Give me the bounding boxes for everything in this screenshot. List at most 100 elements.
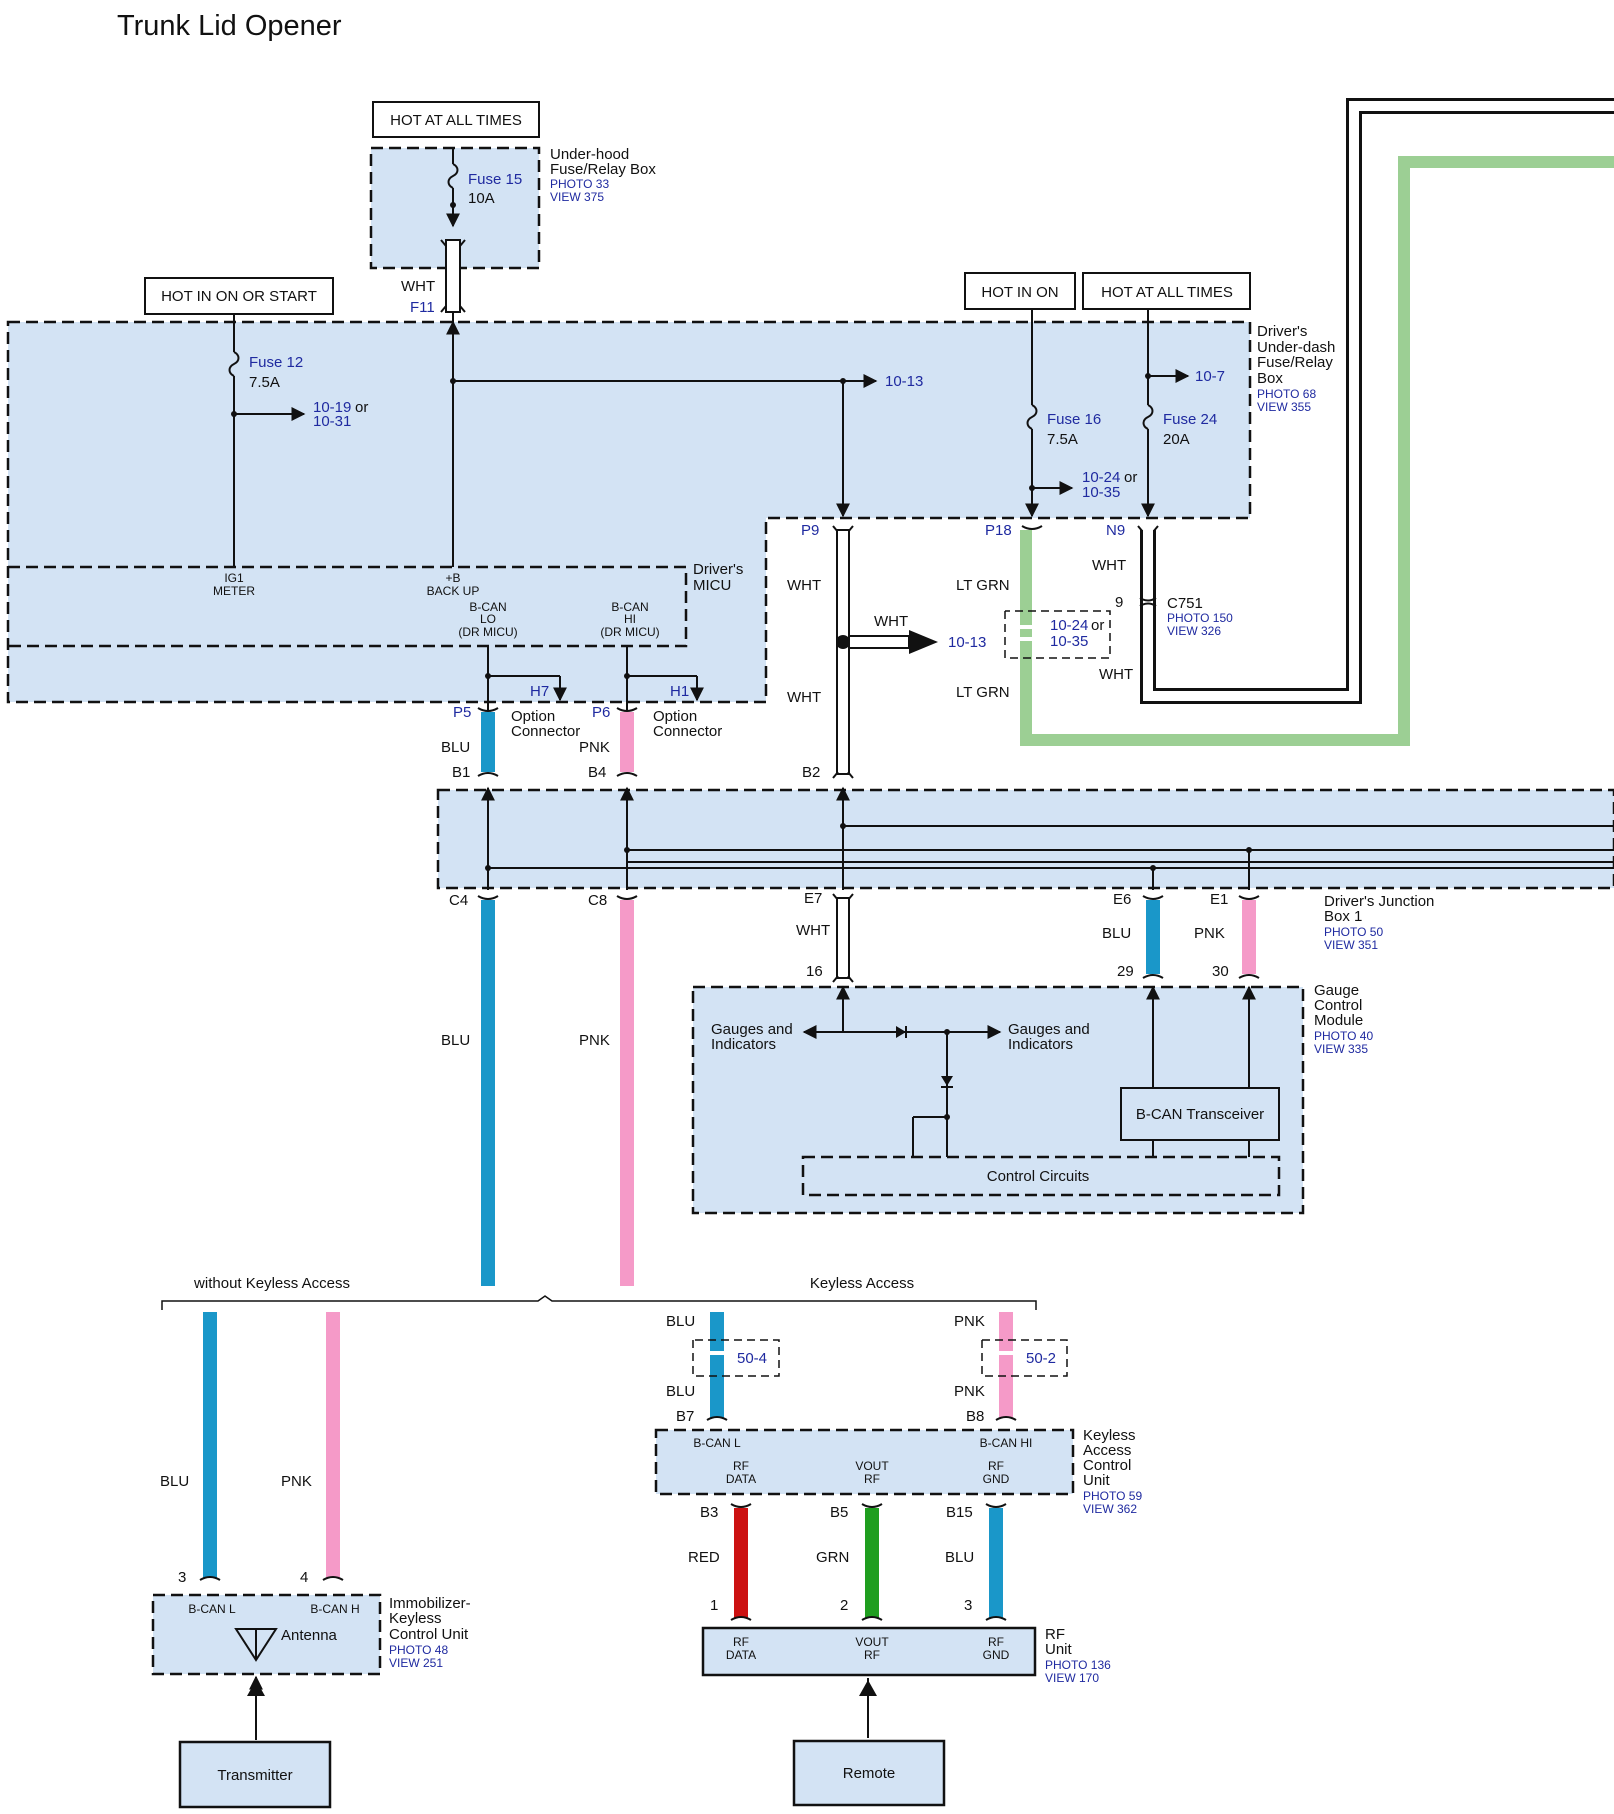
svg-text:WHT: WHT	[1092, 557, 1126, 574]
svg-text:10A: 10A	[468, 190, 495, 207]
svg-text:Connector: Connector	[653, 723, 722, 740]
svg-text:3: 3	[178, 1569, 186, 1586]
svg-text:B-CAN L: B-CAN L	[188, 1602, 236, 1616]
svg-text:H1: H1	[670, 683, 689, 700]
svg-text:HOT IN ON: HOT IN ON	[981, 284, 1058, 301]
svg-text:C751: C751	[1167, 595, 1203, 612]
svg-text:PHOTO 150: PHOTO 150	[1167, 611, 1233, 625]
svg-text:Immobilizer-: Immobilizer-	[389, 1595, 471, 1612]
control-circuits: Control Circuits	[987, 1168, 1090, 1185]
transmitter-label: Transmitter	[217, 1767, 292, 1784]
svg-text:GND: GND	[983, 1648, 1010, 1662]
svg-text:PHOTO 68: PHOTO 68	[1257, 387, 1316, 401]
svg-text:WHT: WHT	[787, 689, 821, 706]
svg-text:B8: B8	[966, 1408, 984, 1425]
svg-text:E7: E7	[804, 890, 822, 907]
svg-text:DATA: DATA	[726, 1648, 756, 1662]
svg-text:VIEW 362: VIEW 362	[1083, 1502, 1137, 1516]
b-can-transceiver: B-CAN Transceiver	[1136, 1106, 1264, 1123]
svg-text:RF: RF	[988, 1635, 1004, 1649]
svg-text:Indicators: Indicators	[711, 1036, 776, 1053]
svg-text:C4: C4	[449, 892, 468, 909]
svg-text:HOT IN ON OR START: HOT IN ON OR START	[161, 288, 317, 305]
keyless-access-control-unit: B-CAN L B-CAN HI RF DATA VOUT RF RF GND …	[654, 1427, 1142, 1516]
wire-wht-n9-c751: N9 WHT 9 C751 PHOTO 150 VIEW 326 WHT	[1092, 98, 1614, 704]
svg-text:BLU: BLU	[945, 1549, 974, 1566]
svg-text:10-35: 10-35	[1082, 484, 1120, 501]
svg-text:Antenna: Antenna	[281, 1627, 338, 1644]
svg-text:IG1: IG1	[224, 571, 244, 585]
svg-text:PNK: PNK	[281, 1473, 312, 1490]
svg-text:PNK: PNK	[954, 1383, 985, 1400]
wire-red	[734, 1508, 748, 1618]
svg-text:2: 2	[840, 1597, 848, 1614]
wire-wht-p9-b2: P9 WHT WHT WHT 10-13 B2	[787, 522, 986, 781]
svg-text:7.5A: 7.5A	[249, 374, 280, 391]
svg-text:RF: RF	[864, 1648, 880, 1662]
svg-text:Module: Module	[1314, 1012, 1363, 1029]
fuse-symbol	[447, 163, 459, 189]
svg-text:B5: B5	[830, 1504, 848, 1521]
rf-unit: RF DATA VOUT RF RF GND RF Unit PHOTO 136…	[701, 1626, 1111, 1738]
svg-text:PHOTO 136: PHOTO 136	[1045, 1658, 1111, 1672]
wire-grn	[865, 1508, 879, 1618]
remote-box	[792, 1739, 946, 1807]
wire-pnk-p6-b4	[620, 712, 634, 772]
svg-text:E6: E6	[1113, 891, 1131, 908]
svg-text:Gauges and: Gauges and	[711, 1021, 793, 1038]
svg-text:RF: RF	[988, 1459, 1004, 1473]
svg-text:B-CAN: B-CAN	[469, 600, 506, 614]
svg-text:30: 30	[1212, 963, 1229, 980]
keyless-label: Keyless Access	[810, 1275, 914, 1292]
svg-text:Option: Option	[511, 708, 555, 725]
svg-text:Control: Control	[1314, 997, 1362, 1014]
svg-text:Keyless: Keyless	[1083, 1427, 1136, 1444]
svg-text:B-CAN L: B-CAN L	[693, 1436, 741, 1450]
svg-text:E1: E1	[1210, 891, 1228, 908]
micu-to-junction-wires: P5 P6 BLU PNK B1 B4	[441, 704, 638, 781]
without-keyless-label: without Keyless Access	[193, 1275, 350, 1292]
connector-f11: F11	[410, 299, 435, 316]
svg-text:Connector: Connector	[511, 723, 580, 740]
svg-text:BACK UP: BACK UP	[427, 584, 480, 598]
svg-text:PHOTO 40: PHOTO 40	[1314, 1029, 1373, 1043]
svg-text:B3: B3	[700, 1504, 718, 1521]
svg-text:HI: HI	[624, 612, 636, 626]
fuse-15-label: Fuse 15	[468, 171, 522, 188]
svg-text:+B: +B	[445, 571, 460, 585]
underdash-fuse-box: HOT IN ON OR START HOT IN ON HOT AT ALL …	[6, 272, 1335, 704]
svg-text:PHOTO 48: PHOTO 48	[389, 1643, 448, 1657]
svg-text:DATA: DATA	[726, 1472, 756, 1486]
svg-text:B-CAN H: B-CAN H	[310, 1602, 359, 1616]
svg-text:10-13: 10-13	[948, 634, 986, 651]
svg-text:RF: RF	[733, 1635, 749, 1649]
svg-text:Fuse/Relay Box: Fuse/Relay Box	[550, 161, 656, 178]
svg-text:VIEW 355: VIEW 355	[1257, 400, 1311, 414]
hot-at-all-times-text-1: HOT AT ALL TIMES	[390, 112, 522, 129]
svg-text:BLU: BLU	[666, 1313, 695, 1330]
svg-text:10-24: 10-24	[1050, 617, 1088, 634]
svg-text:VOUT: VOUT	[855, 1635, 889, 1649]
drivers-junction-box-1: Driver's Junction Box 1 PHOTO 50 VIEW 35…	[436, 786, 1614, 952]
svg-text:10-7: 10-7	[1195, 368, 1225, 385]
svg-text:Fuse 16: Fuse 16	[1047, 411, 1101, 428]
svg-text:BLU: BLU	[441, 1032, 470, 1049]
svg-text:B-CAN HI: B-CAN HI	[980, 1436, 1033, 1450]
svg-text:B4: B4	[588, 764, 606, 781]
svg-text:29: 29	[1117, 963, 1134, 980]
wire-ltgrn-p18: P18 LT GRN LT GRN 10-24 or 10-35	[956, 156, 1614, 746]
svg-text:3: 3	[964, 1597, 972, 1614]
svg-text:Unit: Unit	[1083, 1472, 1111, 1489]
svg-text:BLU: BLU	[441, 739, 470, 756]
svg-text:BLU: BLU	[160, 1473, 189, 1490]
svg-text:16: 16	[806, 963, 823, 980]
svg-text:PNK: PNK	[1194, 925, 1225, 942]
svg-text:1: 1	[710, 1597, 718, 1614]
svg-text:B7: B7	[676, 1408, 694, 1425]
svg-text:P18: P18	[985, 522, 1012, 539]
svg-text:or: or	[1124, 469, 1137, 486]
svg-text:Gauge: Gauge	[1314, 982, 1359, 999]
variant-brackets: without Keyless Access Keyless Access	[161, 1275, 1037, 1310]
svg-text:GND: GND	[983, 1472, 1010, 1486]
svg-text:10-35: 10-35	[1050, 633, 1088, 650]
